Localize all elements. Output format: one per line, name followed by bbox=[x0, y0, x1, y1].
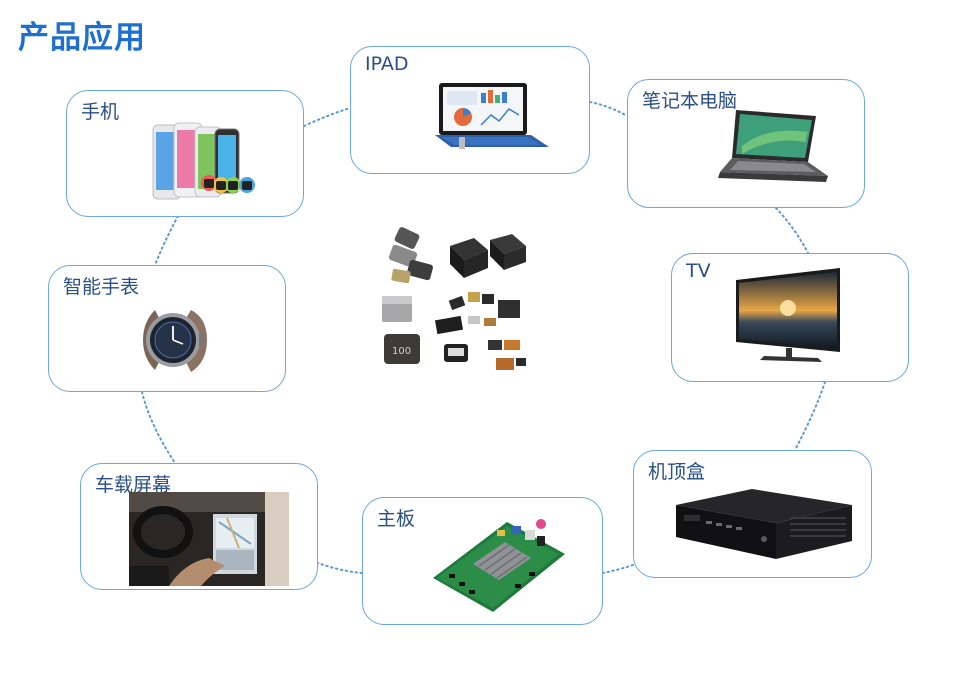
card-label-mainboard: 主板 bbox=[377, 508, 416, 530]
card-label-watch: 智能手表 bbox=[63, 276, 140, 298]
card-label-tv: TV bbox=[686, 260, 711, 282]
laptop-icon bbox=[718, 110, 828, 182]
card-ipad: IPAD bbox=[350, 46, 590, 174]
tablet-icon bbox=[435, 83, 549, 149]
card-label-car: 车载屏幕 bbox=[95, 474, 172, 496]
card-watch: 智能手表 bbox=[48, 265, 286, 392]
card-label-phone: 手机 bbox=[81, 101, 120, 123]
smartwatch-icon bbox=[143, 310, 207, 372]
card-stb: 机顶盒 bbox=[633, 450, 872, 578]
card-laptop: 笔记本电脑 bbox=[627, 79, 865, 208]
motherboard-icon bbox=[433, 519, 565, 612]
page-title: 产品应用 bbox=[18, 20, 146, 56]
set-top-box-icon bbox=[676, 489, 852, 559]
power-inductor-components-icon: 100 bbox=[382, 227, 526, 370]
card-tv: TV bbox=[671, 253, 909, 382]
card-label-stb: 机顶盒 bbox=[648, 461, 706, 483]
card-mainboard: 主板 bbox=[362, 497, 603, 625]
television-icon bbox=[736, 268, 840, 362]
card-phone: 手机 bbox=[66, 90, 304, 217]
card-label-ipad: IPAD bbox=[365, 53, 409, 75]
card-label-laptop: 笔记本电脑 bbox=[642, 90, 738, 112]
svg-text:100: 100 bbox=[392, 346, 411, 357]
card-car: 车载屏幕 bbox=[80, 463, 318, 590]
car-dashboard-screen-icon bbox=[129, 492, 289, 586]
smartphones-icon bbox=[152, 122, 255, 200]
